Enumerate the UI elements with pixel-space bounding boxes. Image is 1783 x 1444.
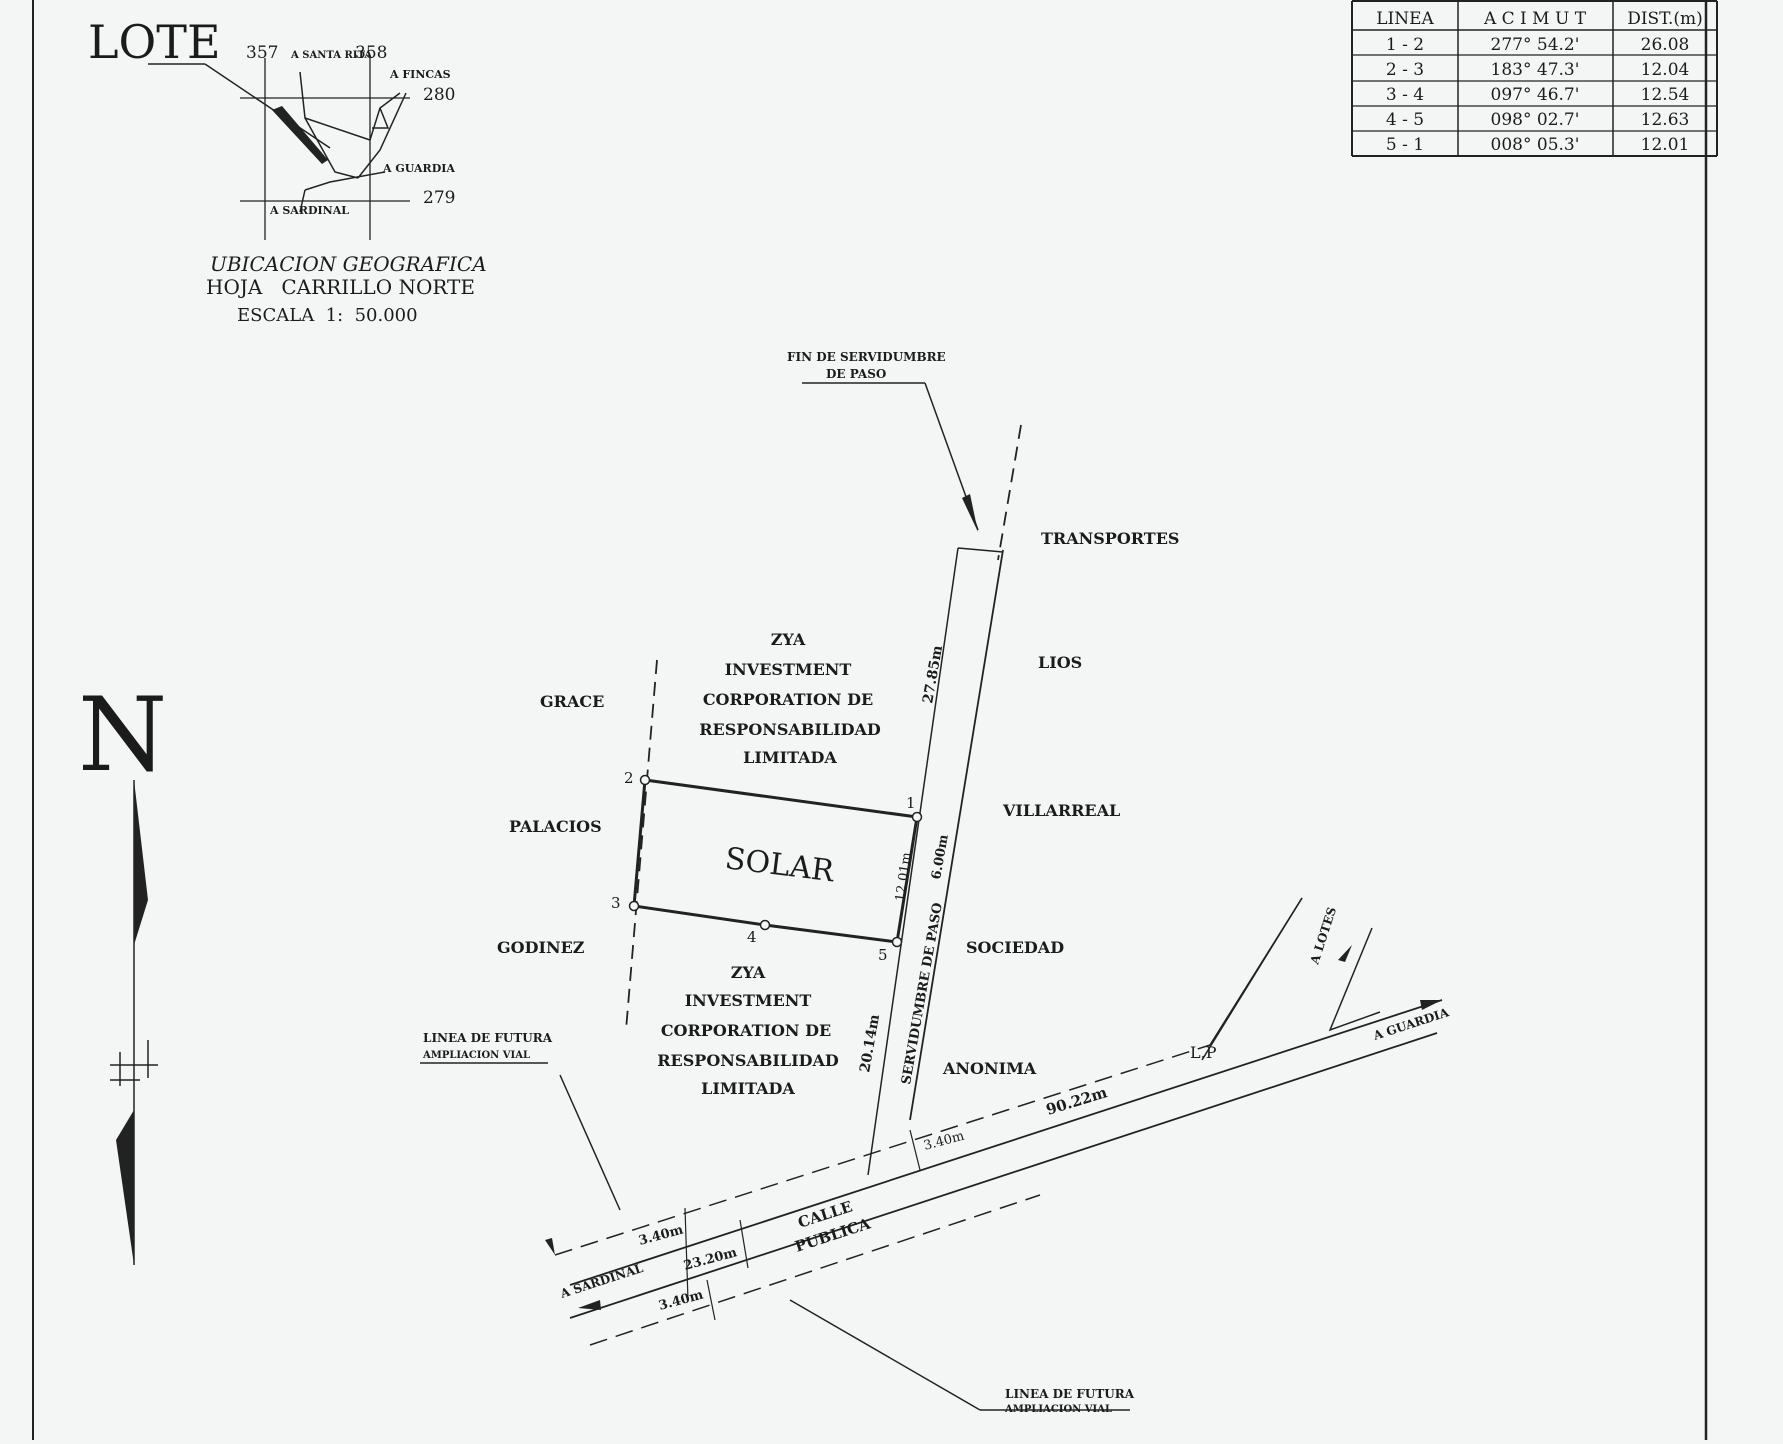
linea-futura-top-line-2: AMPLIACION VIAL [422, 1050, 530, 1061]
neighbor-south-line-2: INVESTMENT [685, 991, 812, 1010]
dimension-3-40m-right: 3.40m [922, 1129, 966, 1154]
neighbor-north-line-4: RESPONSABILIDAD [699, 720, 881, 739]
vertex-label-4: 4 [747, 928, 757, 946]
direction-label-lotes: A LOTES [1307, 905, 1339, 967]
neighbor-south-line-3: CORPORATION DE [661, 1021, 831, 1040]
table-cell: 097° 46.7' [1491, 85, 1580, 105]
linea-futura-top-line-1: LINEA DE FUTURA [423, 1031, 553, 1045]
dimension-90-22m: 90.22m [1044, 1083, 1109, 1119]
road-label-santa-rita: A SANTA RITA [290, 50, 372, 61]
vertex-label-1: 1 [906, 794, 916, 812]
solar-label: SOLAR [723, 841, 837, 889]
lote-title: LOTE [88, 15, 221, 69]
table-cell: 4 - 5 [1386, 110, 1424, 130]
table-rows: 1 - 2 277° 54.2' 26.08 2 - 3 183° 47.3' 12.04… [1386, 35, 1689, 155]
caption-escala: ESCALA 1: 50.000 [237, 305, 418, 326]
north-letter: N [78, 676, 167, 795]
lote-leader-line [204, 63, 331, 149]
table-cell: 277° 54.2' [1491, 35, 1580, 55]
dimension-6-00m: 6.00m [929, 833, 952, 881]
road-label-guardia: A GUARDIA [382, 162, 455, 175]
table-cell: 183° 47.3' [1491, 60, 1580, 80]
bearing-distance-table [1351, 0, 1718, 157]
neighbor-south-line-1: ZYA [731, 963, 766, 982]
grid-number-358: 358 [355, 43, 387, 63]
neighbor-east-sociedad: SOCIEDAD [966, 938, 1064, 957]
neighbor-north-line-1: ZYA [771, 630, 806, 649]
table-cell: 12.54 [1641, 85, 1690, 105]
vertex-label-5: 5 [878, 946, 888, 964]
dimension-27-85m: 27.85m [920, 644, 946, 705]
neighbor-north-line-2: INVESTMENT [725, 660, 852, 679]
neighbor-east-transportes: TRANSPORTES [1041, 529, 1179, 548]
table-cell: 008° 05.3' [1491, 135, 1580, 155]
table-header-linea: LINEA [1376, 9, 1434, 29]
neighbor-south-line-4: RESPONSABILIDAD [657, 1051, 839, 1070]
road-label-fincas: A FINCAS [389, 68, 451, 81]
table-cell: 3 - 4 [1386, 85, 1424, 105]
table-cell: 098° 02.7' [1491, 110, 1580, 130]
neighbor-west-grace: GRACE [540, 692, 604, 711]
linea-futura-bottom-line-2: AMPLIACION VIAL [1004, 1404, 1112, 1415]
dimension-20-14m: 20.14m [857, 1013, 883, 1074]
lot-vertices [628, 774, 923, 948]
fin-servidumbre-line-1: FIN DE SERVIDUMBRE [787, 350, 946, 364]
road-label-sardinal: A SARDINAL [269, 204, 349, 217]
plan-arrowheads [545, 945, 1442, 1310]
table-cell: 2 - 3 [1386, 60, 1424, 80]
fin-servidumbre-line-2: DE PASO [826, 367, 886, 381]
table-cell: 1 - 2 [1386, 35, 1424, 55]
neighbor-south-line-5: LIMITADA [701, 1079, 795, 1098]
neighbor-north-line-3: CORPORATION DE [703, 690, 873, 709]
table-cell: 12.04 [1641, 60, 1690, 80]
servidumbre-label: SERVIDUMBRE DE PASO [899, 902, 946, 1086]
neighbor-north-line-5: LIMITADA [743, 748, 837, 767]
vertex-label-3: 3 [611, 894, 621, 912]
table-cell: 12.01 [1641, 135, 1690, 155]
dimension-3-40m-bottom: 3.40m [657, 1288, 705, 1314]
plan-linework [420, 382, 1443, 1411]
neighbor-east-villarreal: VILLARREAL [1002, 801, 1120, 820]
location-map [240, 58, 410, 240]
table-cell: 5 - 1 [1386, 135, 1424, 155]
table-header-dist: DIST.(m) [1627, 9, 1703, 29]
caption-hoja: HOJA CARRILLO NORTE [206, 275, 475, 299]
grid-number-279: 279 [423, 188, 455, 208]
direction-label-sardinal: A SARDINAL [558, 1261, 646, 1301]
dimension-23-20m: 23.20m [682, 1245, 739, 1274]
grid-number-280: 280 [423, 85, 455, 105]
table-header-acimut: A C I M U T [1483, 9, 1587, 29]
lp-label: L.P [1190, 1043, 1217, 1062]
dimension-12-01m: 12.01m [893, 851, 915, 902]
neighbor-west-palacios: PALACIOS [509, 817, 602, 836]
caption-ubicacion: UBICACION GEOGRAFICA [210, 252, 487, 276]
neighbor-east-anonima: ANONIMA [942, 1059, 1037, 1078]
vertex-label-2: 2 [624, 769, 634, 787]
linea-futura-bottom-line-1: LINEA DE FUTURA [1005, 1387, 1135, 1401]
neighbor-west-godinez: GODINEZ [497, 938, 585, 957]
table-cell: 12.63 [1641, 110, 1690, 130]
north-arrow [110, 780, 158, 1265]
neighbor-east-lios: LIOS [1038, 653, 1082, 672]
grid-number-357: 357 [246, 43, 278, 63]
table-cell: 26.08 [1641, 35, 1690, 55]
